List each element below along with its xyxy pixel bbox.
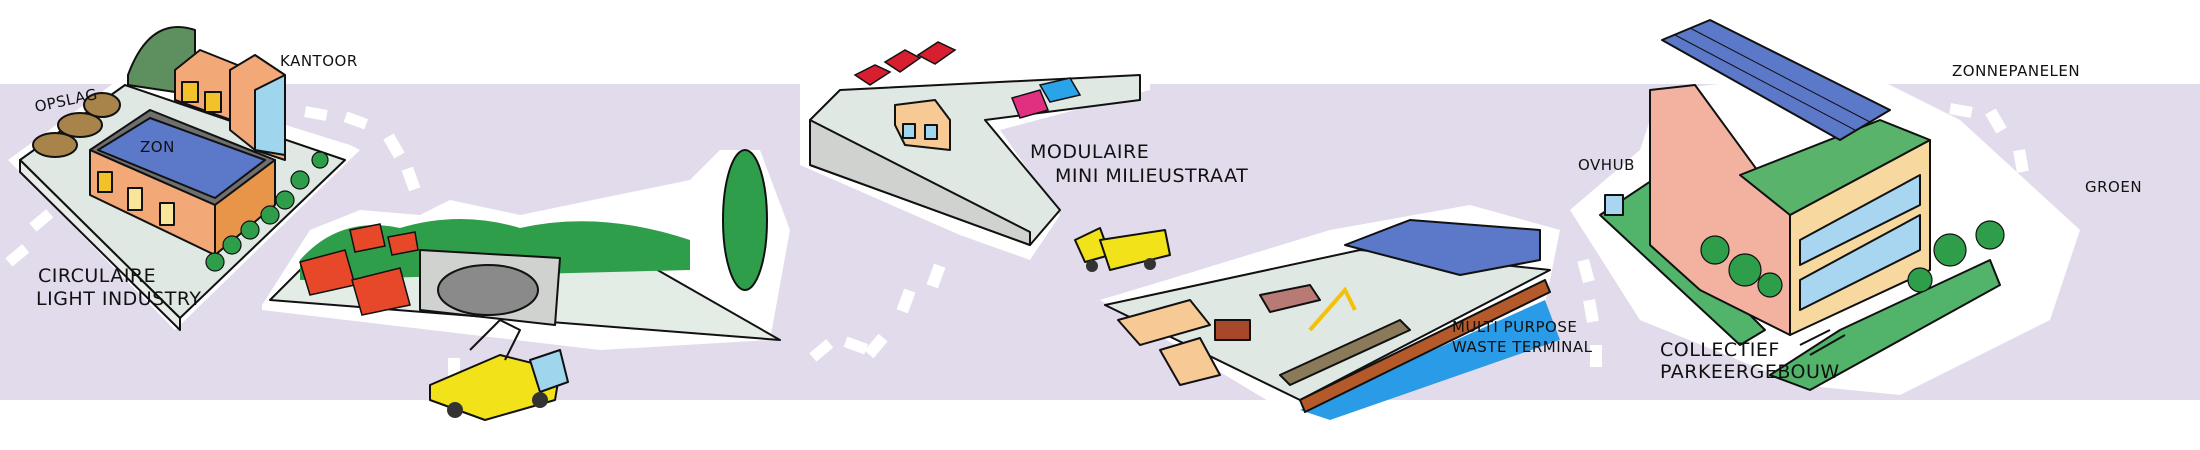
label-parkeer-1: COLLECTIEF (1660, 339, 1780, 361)
mini-milieustraat: MODULAIRE MINI MILIEUSTRAAT (800, 41, 1248, 260)
waste-containers (853, 41, 1082, 119)
arrows (1799, 329, 1846, 356)
label-circulaire-2: LIGHT INDUSTRY (36, 288, 201, 310)
label-groen: GROEN (2085, 178, 2142, 196)
yellow-truck (1074, 227, 1171, 272)
yellow-dump-truck (429, 319, 569, 421)
label-terminal-2: WASTE TERMINAL (1452, 338, 1593, 356)
label-ovhub: OVHUB (1578, 156, 1635, 174)
solar-panel-lines (1674, 27, 1871, 131)
light-industry-site: OPSLAG KANTOOR ZON CIRCULAIRE LIGHT INDU… (8, 26, 360, 331)
label-terminal-1: MULTI PURPOSE (1452, 318, 1577, 336)
label-milieustraat-1: MODULAIRE (1030, 141, 1149, 163)
label-milieustraat-2: MINI MILIEUSTRAAT (1055, 165, 1248, 187)
trees (205, 151, 329, 272)
storage-heaps (32, 92, 121, 158)
container-park (262, 149, 790, 350)
waste-terminal: MULTI PURPOSE WASTE TERMINAL (1100, 205, 1593, 420)
label-circulaire-1: CIRCULAIRE (38, 265, 156, 287)
label-zon: ZON (140, 138, 175, 156)
label-kantoor: KANTOOR (280, 52, 358, 70)
label-parkeer-2: PARKEERGEBOUW (1660, 361, 1840, 383)
parking-building: ZONNEPANELEN OVHUB GROEN COLLECTIEF PARK… (1570, 19, 2142, 395)
trees (1700, 220, 2005, 298)
label-zonnepanelen: ZONNEPANELEN (1952, 62, 2080, 80)
red-containers (299, 223, 419, 316)
